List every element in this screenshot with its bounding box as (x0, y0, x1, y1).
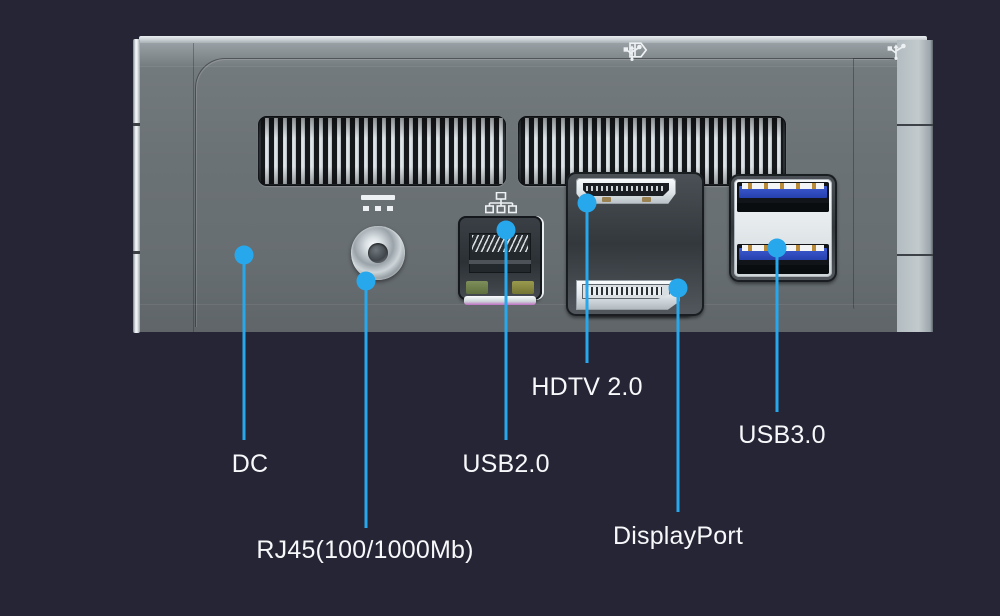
callout-dot-rj45[interactable] (356, 271, 376, 291)
dc-icon-dashes (363, 206, 393, 211)
callout-line-displayport (676, 288, 680, 512)
usb3-port-cage[interactable] (729, 174, 837, 282)
chassis-left-chrome-edge (133, 39, 140, 333)
vent-left (258, 116, 506, 186)
callout-line-usb2 (504, 230, 508, 440)
callout-line-dc (242, 255, 246, 440)
chassis-seam-top (140, 66, 930, 67)
mini-pc-rear-panel (133, 36, 933, 336)
rj45-shelf (469, 260, 531, 264)
displayport-icon (629, 42, 648, 58)
callout-label-usb3: USB3.0 (738, 421, 826, 449)
usb3-floor (737, 265, 829, 274)
chassis-seam-bottom (140, 304, 930, 305)
chassis-top-chrome-strip (139, 36, 927, 43)
usb3-cage-inner (734, 179, 832, 277)
hdmi-screw-left (602, 197, 611, 202)
callout-line-usb3 (775, 248, 779, 412)
usb3-port-upper[interactable] (737, 182, 829, 212)
callout-dot-usb2[interactable] (496, 220, 516, 240)
chassis-right-panel (897, 40, 933, 332)
dc-power-jack[interactable] (351, 226, 405, 280)
rj45-ethernet-port[interactable] (458, 216, 542, 305)
callout-label-dc: DC (231, 450, 269, 478)
dc-power-icon (359, 195, 397, 215)
rj45-chrome-lip (464, 296, 536, 305)
hdmi-mouth (583, 183, 669, 196)
callout-label-displayport: DisplayPort (612, 522, 744, 550)
rj45-led-right (512, 281, 534, 294)
callout-dot-usb3[interactable] (767, 238, 787, 258)
chassis-right-inset-seam (853, 58, 914, 309)
chassis-seam-left (193, 42, 194, 332)
rj45-led-left (466, 281, 488, 294)
callout-line-rj45 (364, 281, 368, 528)
usb3-floor (737, 203, 829, 212)
displayport-mouth (582, 284, 670, 299)
hdmi-screw-right (642, 197, 651, 202)
callout-dot-displayport[interactable] (668, 278, 688, 298)
video-port-cage[interactable] (566, 172, 704, 316)
edge-nick (133, 123, 140, 126)
callout-dot-dc[interactable] (234, 245, 254, 265)
callout-line-hdtv (585, 203, 589, 363)
callout-label-rj45: RJ45(100/1000Mb) (256, 536, 474, 564)
edge-nick (897, 124, 933, 126)
vent-slats (261, 118, 503, 184)
rj45-throat (469, 233, 531, 273)
usb-icon (887, 43, 906, 60)
vent-shading (258, 116, 506, 186)
dc-icon-bar (361, 195, 395, 200)
callout-dot-hdtv[interactable] (577, 193, 597, 213)
callout-label-usb2: USB2.0 (462, 450, 550, 478)
displayport-port[interactable] (576, 280, 680, 310)
usb-icon (491, 45, 521, 63)
lan-network-icon (485, 192, 517, 214)
rj45-pins (472, 235, 528, 252)
chassis-inset-seam (195, 58, 896, 327)
callout-label-hdtv: HDTV 2.0 (531, 373, 643, 401)
edge-nick (133, 251, 140, 254)
usb3-tongue (739, 183, 827, 198)
edge-nick (897, 254, 933, 256)
